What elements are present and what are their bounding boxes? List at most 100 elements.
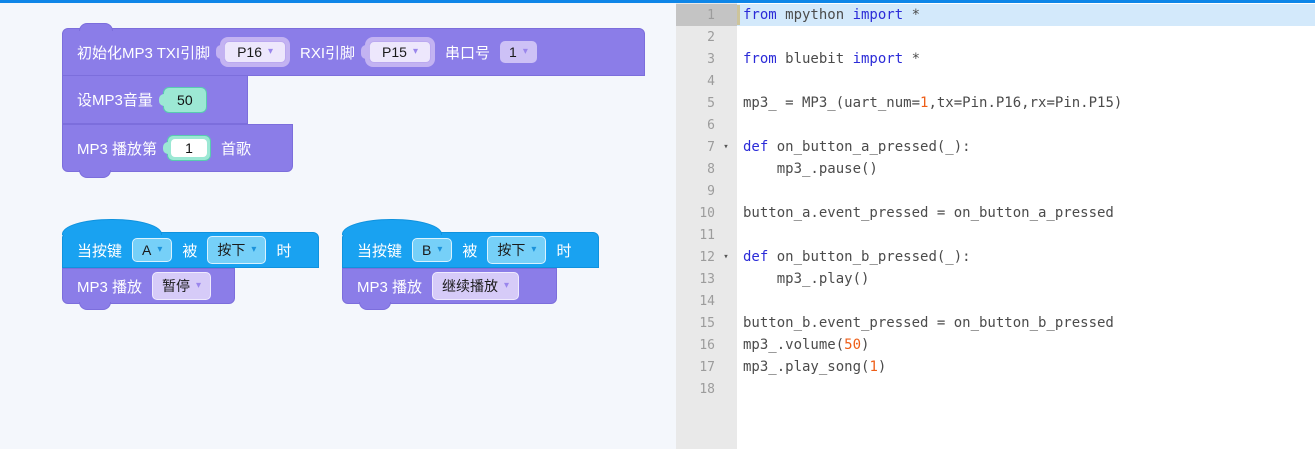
gutter-line-12[interactable]: 12▾: [676, 246, 737, 268]
gutter-line-16[interactable]: 16: [676, 334, 737, 356]
gutter-line-17[interactable]: 17: [676, 356, 737, 378]
code-line-12[interactable]: def on_button_b_pressed(_):: [737, 246, 1315, 268]
gutter-line-2[interactable]: 2: [676, 26, 737, 48]
action-value: 继续播放: [442, 278, 499, 294]
code-token: mp3_.pause(): [743, 161, 878, 177]
code-line-3[interactable]: from bluebit import *: [737, 48, 1315, 70]
gutter-line-9[interactable]: 9: [676, 180, 737, 202]
block-mp3-resume[interactable]: MP3 播放 继续播放 ▾: [342, 268, 557, 310]
code-line-18[interactable]: [737, 378, 1315, 400]
gutter-line-18[interactable]: 18: [676, 378, 737, 400]
gutter-line-5[interactable]: 5: [676, 92, 737, 114]
gutter-line-1[interactable]: 1: [676, 4, 737, 26]
code-line-15[interactable]: button_b.event_pressed = on_button_b_pre…: [737, 312, 1315, 334]
gutter-line-4[interactable]: 4: [676, 70, 737, 92]
chevron-down-icon: ▾: [268, 46, 274, 57]
gutter-line-10[interactable]: 10: [676, 202, 737, 224]
code-token: from: [743, 51, 777, 67]
init-label-rx: RXI引脚: [300, 44, 356, 62]
blocks-workspace[interactable]: 初始化MP3 TXI引脚 P16 ▾ RXI引脚 P15 ▾ 串口号 1: [0, 0, 676, 449]
event-value: 按下: [217, 242, 246, 258]
code-line-10[interactable]: button_a.event_pressed = on_button_a_pre…: [737, 202, 1315, 224]
key-dropdown[interactable]: B ▾: [412, 238, 453, 262]
code-line-13[interactable]: mp3_.play(): [737, 268, 1315, 290]
code-line-8[interactable]: mp3_.pause(): [737, 158, 1315, 180]
code-line-4[interactable]: [737, 70, 1315, 92]
hat-block-button-b[interactable]: 当按键 B ▾ 被 按下 ▾ 时: [342, 219, 599, 268]
code-line-17[interactable]: mp3_.play_song(1): [737, 356, 1315, 378]
line-number: 15: [699, 315, 715, 331]
code-token: 1: [920, 95, 929, 111]
event-dropdown[interactable]: 按下 ▾: [487, 236, 547, 264]
block-bottom-nub: [359, 302, 391, 310]
volume-number-socket: 50: [158, 86, 207, 113]
gutter-line-14[interactable]: 14: [676, 290, 737, 312]
block-init-mp3[interactable]: 初始化MP3 TXI引脚 P16 ▾ RXI引脚 P15 ▾ 串口号 1: [62, 23, 645, 76]
code-token: def: [743, 139, 769, 155]
gutter-line-11[interactable]: 11: [676, 224, 737, 246]
line-number: 14: [699, 293, 715, 309]
key-dropdown[interactable]: A ▾: [132, 238, 173, 262]
fold-arrow-icon[interactable]: ▾: [723, 252, 729, 262]
code-line-7[interactable]: def on_button_a_pressed(_):: [737, 136, 1315, 158]
hat-label-when: 当按键: [357, 242, 403, 260]
gutter-line-8[interactable]: 8: [676, 158, 737, 180]
gutter-line-13[interactable]: 13: [676, 268, 737, 290]
hat-block-button-a[interactable]: 当按键 A ▾ 被 按下 ▾ 时: [62, 219, 319, 268]
key-value: B: [422, 242, 432, 258]
code-line-14[interactable]: [737, 290, 1315, 312]
line-number: 13: [699, 271, 715, 287]
line-number: 11: [699, 227, 715, 243]
gutter-line-3[interactable]: 3: [676, 48, 737, 70]
block-set-volume[interactable]: 设MP3音量 50: [62, 76, 248, 124]
code-line-9[interactable]: [737, 180, 1315, 202]
gutter-line-15[interactable]: 15: [676, 312, 737, 334]
code-token: on_button_a_pressed(_):: [768, 139, 971, 155]
rx-pin-dropdown[interactable]: P15 ▾: [369, 41, 431, 63]
chevron-down-icon: ▾: [251, 244, 257, 255]
text-caret: [737, 5, 740, 25]
code-token: mpython: [776, 7, 853, 23]
block-top-tab: [79, 23, 113, 31]
song-number-input[interactable]: 1: [171, 139, 208, 157]
line-number: 6: [707, 117, 715, 133]
hat-label-is: 被: [462, 242, 478, 260]
block-bottom-nub: [79, 302, 111, 310]
hat-label-time: 时: [556, 242, 572, 260]
line-number: 4: [707, 73, 715, 89]
code-line-1[interactable]: from mpython import *: [737, 4, 1315, 26]
block-play-song[interactable]: MP3 播放第 1 首歌: [62, 124, 293, 178]
block-script-button-a[interactable]: 当按键 A ▾ 被 按下 ▾ 时 MP3 播放 暂停 ▾: [62, 219, 319, 310]
block-script-button-b[interactable]: 当按键 B ▾ 被 按下 ▾ 时 MP3 播放 继续播放 ▾: [342, 219, 599, 310]
uart-number-value: 1: [509, 44, 517, 60]
code-token: mp3_.play(): [743, 271, 870, 287]
code-line-6[interactable]: [737, 114, 1315, 136]
code-token: *: [903, 7, 921, 23]
chevron-down-icon: ▾: [531, 244, 537, 255]
action-dropdown[interactable]: 继续播放 ▾: [432, 272, 520, 300]
event-dropdown[interactable]: 按下 ▾: [207, 236, 267, 264]
action-value: 暂停: [162, 278, 191, 294]
gutter-line-7[interactable]: 7▾: [676, 136, 737, 158]
fold-arrow-icon[interactable]: ▾: [723, 142, 729, 152]
action-dropdown[interactable]: 暂停 ▾: [152, 272, 212, 300]
tx-pin-dropdown[interactable]: P16 ▾: [224, 41, 287, 63]
uart-number-dropdown[interactable]: 1 ▾: [500, 41, 537, 63]
volume-number-input[interactable]: 50: [177, 91, 193, 108]
code-token: mp3_ = MP3_(uart_num=: [743, 95, 921, 111]
chevron-down-icon: ▾: [412, 46, 418, 57]
code-line-16[interactable]: mp3_.volume(50): [737, 334, 1315, 356]
code-line-2[interactable]: [737, 26, 1315, 48]
block-stack-mp3-setup[interactable]: 初始化MP3 TXI引脚 P16 ▾ RXI引脚 P15 ▾ 串口号 1: [62, 23, 645, 178]
code-line-5[interactable]: mp3_ = MP3_(uart_num=1,tx=Pin.P16,rx=Pin…: [737, 92, 1315, 114]
code-token: ,tx=Pin.P16,rx=Pin.P15): [928, 95, 1123, 111]
line-number: 2: [707, 29, 715, 45]
code-token: mp3_.play_song(: [743, 359, 870, 375]
gutter-line-6[interactable]: 6: [676, 114, 737, 136]
block-mp3-pause[interactable]: MP3 播放 暂停 ▾: [62, 268, 235, 310]
code-line-11[interactable]: [737, 224, 1315, 246]
tx-pin-value: P16: [237, 44, 262, 60]
line-number: 5: [707, 95, 715, 111]
